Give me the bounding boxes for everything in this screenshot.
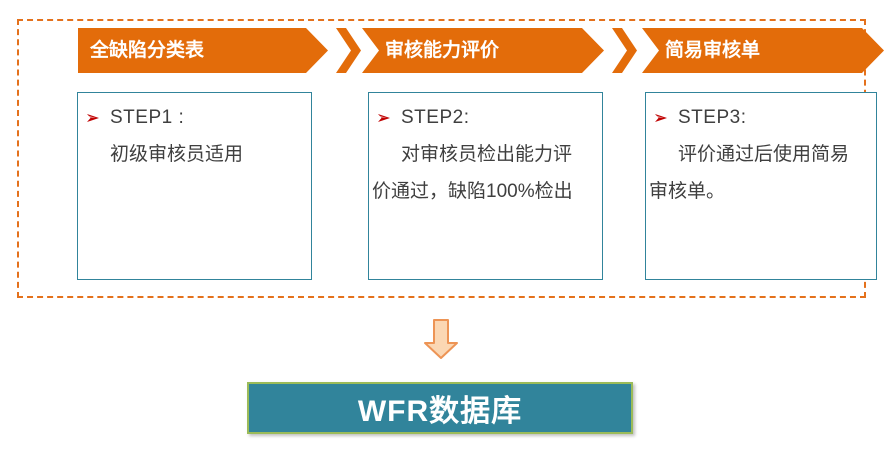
step1-label: STEP1 : <box>110 106 185 128</box>
step2-bullet-row: STEP2: <box>369 99 602 136</box>
step1-description: 初级审核员适用 <box>110 144 244 165</box>
step2-banner-arrow: 审核能力评价 <box>362 28 604 73</box>
step3-banner-title: 简易审核单 <box>665 40 761 61</box>
wfr-database-label: WFR数据库 <box>357 395 523 428</box>
step2-description: 对审核员检出能力评 价通过，缺陷100%检出 <box>372 144 573 202</box>
arrowhead-bullet-icon <box>87 113 99 122</box>
step1-banner-arrow: 全缺陷分类表 <box>78 28 328 73</box>
step1-note-box: STEP1 : 初级审核员适用 <box>77 92 312 280</box>
arrowhead-bullet-icon <box>378 113 390 122</box>
step3-description: 评价通过后使用简易 审核单。 <box>649 144 850 202</box>
step1-banner-title: 全缺陷分类表 <box>90 40 205 61</box>
step2-label: STEP2: <box>401 106 470 128</box>
step3-banner-arrow: 简易审核单 <box>642 28 884 73</box>
step1-bullet-row: STEP1 : <box>78 99 311 136</box>
step3-bullet-row: STEP3: <box>646 99 876 136</box>
step2-note-box: STEP2: 对审核员检出能力评 价通过，缺陷100%检出 <box>368 92 603 280</box>
down-arrow-icon <box>424 319 458 359</box>
step2-banner-title: 审核能力评价 <box>385 40 500 61</box>
wfr-database-box: WFR数据库 <box>247 382 633 434</box>
arrowhead-bullet-icon <box>655 113 667 122</box>
step3-note-box: STEP3: 评价通过后使用简易 审核单。 <box>645 92 877 280</box>
step3-label: STEP3: <box>678 106 747 128</box>
